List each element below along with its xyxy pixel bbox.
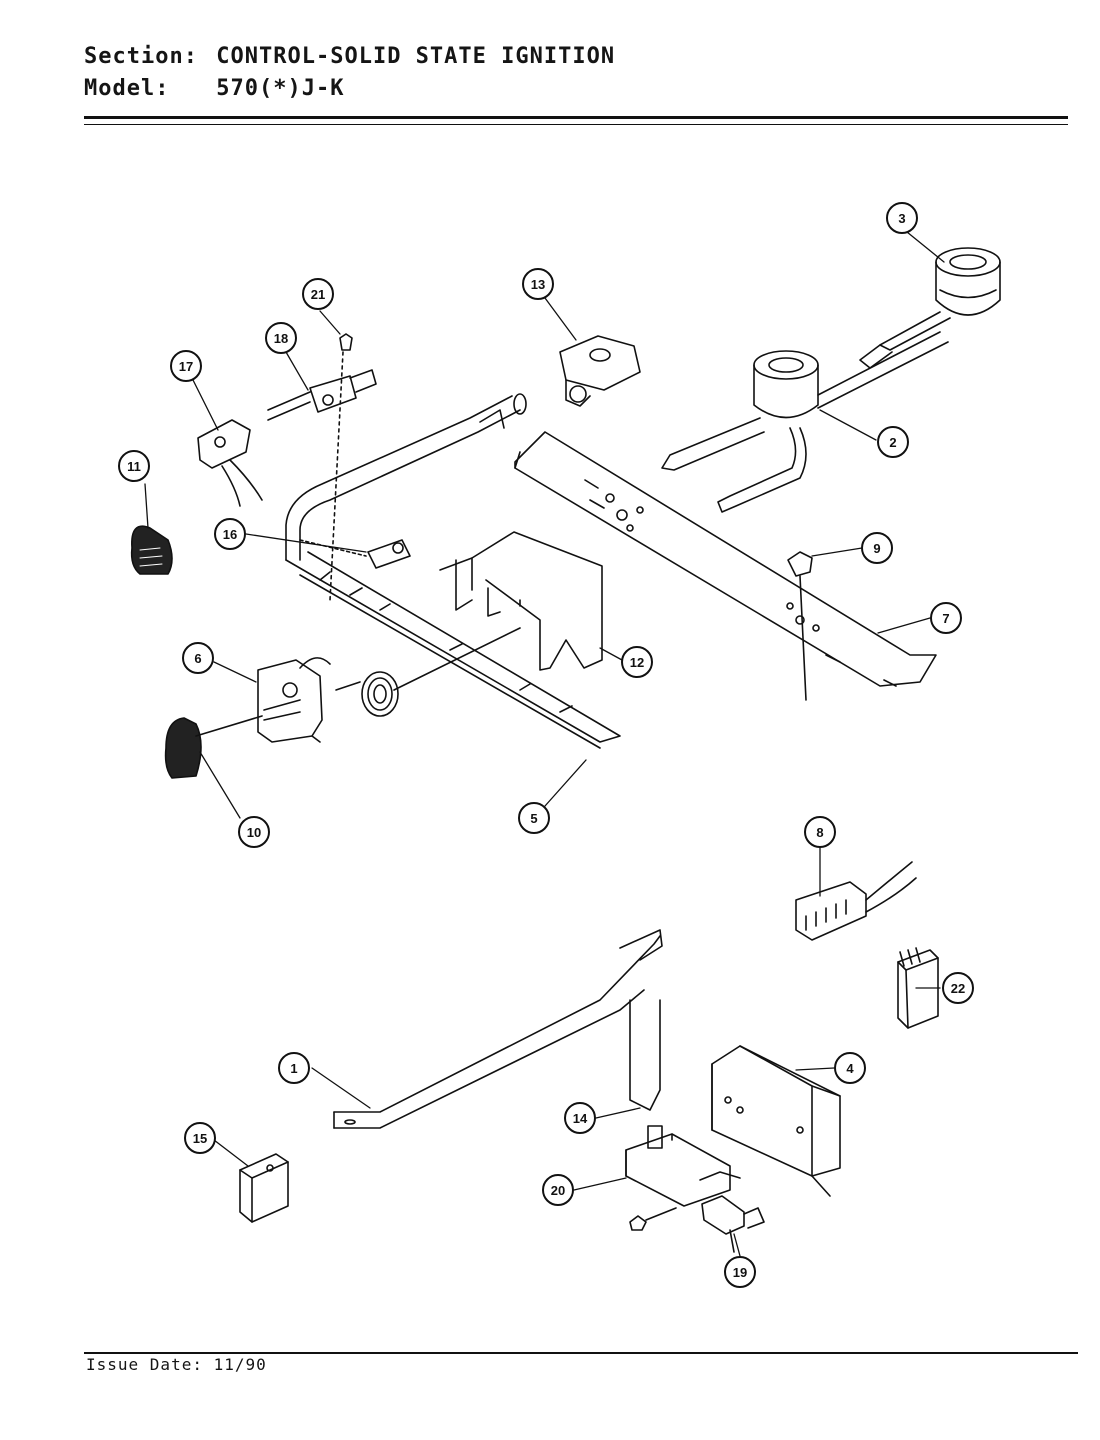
svg-text:10: 10 (247, 825, 261, 840)
svg-text:14: 14 (573, 1111, 588, 1126)
spark-electrode-8 (795, 861, 917, 941)
fitting-19 (701, 1195, 765, 1253)
callout-11: 11 (118, 450, 150, 482)
svg-text:12: 12 (630, 655, 644, 670)
svg-text:2: 2 (889, 435, 896, 450)
callout-15: 15 (184, 1122, 216, 1154)
svg-text:20: 20 (551, 1183, 565, 1198)
header-rule-thin (84, 124, 1068, 125)
callout-20: 20 (542, 1174, 574, 1206)
shield-12 (439, 531, 603, 671)
clip-9 (787, 551, 813, 701)
knob-11-ridges (139, 547, 163, 567)
svg-text:3: 3 (898, 211, 905, 226)
callout-5: 5 (518, 802, 550, 834)
top-burner-large (859, 247, 1001, 369)
header-rule-thick (84, 116, 1068, 119)
svg-text:15: 15 (193, 1131, 207, 1146)
gas-valve-20 (625, 1125, 741, 1207)
svg-text:6: 6 (194, 651, 201, 666)
thermostat-coil (335, 627, 521, 717)
spark-module-22 (897, 947, 939, 1029)
svg-text:11: 11 (127, 459, 141, 474)
callout-3: 3 (886, 202, 918, 234)
knob-11 (130, 525, 173, 575)
bracket-15 (239, 1153, 289, 1223)
valve-18 (267, 369, 377, 421)
top-burner-small (661, 331, 949, 513)
callout-18: 18 (265, 322, 297, 354)
section-heading: Section: CONTROL-SOLID STATE IGNITION (84, 44, 615, 69)
section-title: CONTROL-SOLID STATE IGNITION (216, 44, 616, 69)
svg-text:22: 22 (951, 981, 965, 996)
svg-text:7: 7 (942, 611, 949, 626)
callout-16: 16 (214, 518, 246, 550)
svg-text:17: 17 (179, 359, 193, 374)
ignition-module-13 (559, 335, 641, 407)
callout-21: 21 (302, 278, 334, 310)
screw-20 (629, 1207, 677, 1231)
callout-2: 2 (877, 426, 909, 458)
pipe-bracket-1 (333, 929, 663, 1129)
callout-8: 8 (804, 816, 836, 848)
svg-text:13: 13 (531, 277, 545, 292)
svg-text:9: 9 (873, 541, 880, 556)
callout-4: 4 (834, 1052, 866, 1084)
svg-text:16: 16 (223, 527, 237, 542)
callout-22: 22 (942, 972, 974, 1004)
callout-6: 6 (182, 642, 214, 674)
svg-text:19: 19 (733, 1265, 747, 1280)
callout-19: 19 (724, 1256, 756, 1288)
callout-13: 13 (522, 268, 554, 300)
manifold-pipe-5 (285, 393, 621, 749)
callout-9: 9 (861, 532, 893, 564)
oven-thermostat-6 (257, 657, 331, 743)
leader-lines (144, 231, 945, 1257)
callout-14: 14 (564, 1102, 596, 1134)
mounting-bracket-4 (711, 1045, 841, 1197)
model-number: 570(*)J-K (216, 76, 345, 101)
callout-7: 7 (930, 602, 962, 634)
switch-17 (197, 419, 263, 507)
svg-text:5: 5 (530, 811, 537, 826)
footer-rule (84, 1352, 1078, 1354)
knob-10 (164, 717, 202, 779)
valve-orifice-16 (299, 539, 411, 569)
svg-text:8: 8 (816, 825, 823, 840)
knob-10-stem (195, 715, 263, 737)
model-label: Model: (84, 76, 170, 101)
callout-1: 1 (278, 1052, 310, 1084)
callout-17: 17 (170, 350, 202, 382)
svg-text:4: 4 (846, 1061, 854, 1076)
svg-text:21: 21 (311, 287, 325, 302)
callout-12: 12 (621, 646, 653, 678)
model-heading: Model: 570(*)J-K (84, 76, 344, 101)
svg-text:18: 18 (274, 331, 288, 346)
section-label: Section: (84, 44, 198, 69)
manifold-bracket-7 (514, 431, 937, 687)
callout-10: 10 (238, 816, 270, 848)
screw-21 (329, 333, 353, 601)
issue-date: Issue Date: 11/90 (86, 1355, 267, 1374)
svg-text:1: 1 (290, 1061, 297, 1076)
